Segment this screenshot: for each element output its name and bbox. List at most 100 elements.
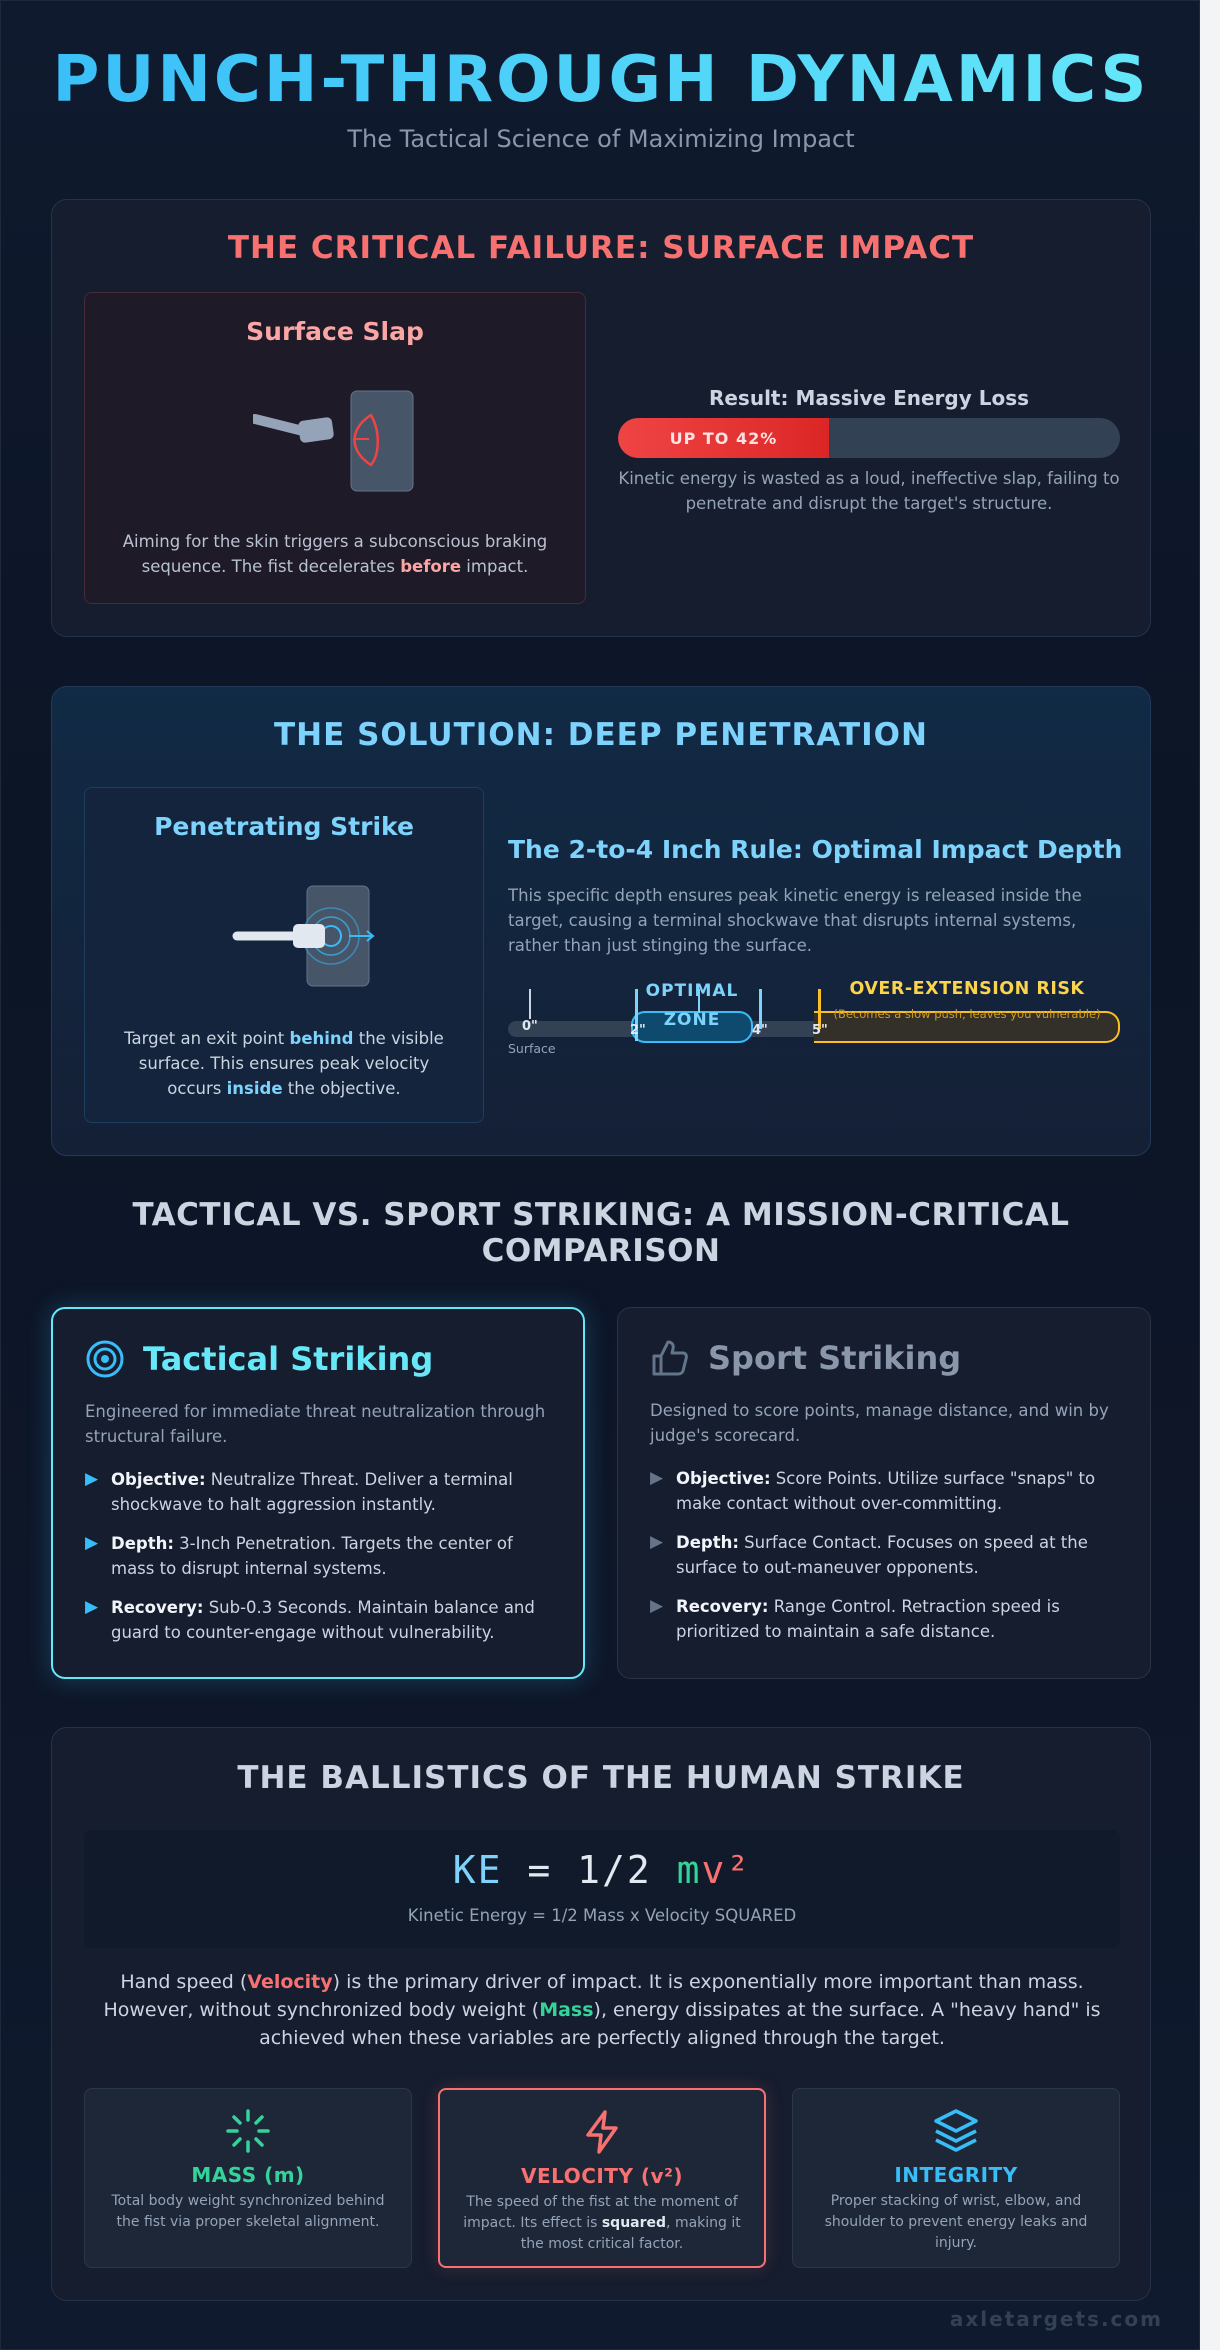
surface-label: Surface [508, 1041, 556, 1056]
velocity-desc-emphasis: squared [601, 2215, 667, 2231]
header: PUNCH-THROUGH DYNAMICS The Tactical Scie… [1, 41, 1201, 153]
sport-header: Sport Striking [650, 1338, 961, 1378]
surface-slap-icon [253, 390, 414, 492]
sport-name: Sport Striking [708, 1339, 962, 1377]
rule-title: The 2-to-4 Inch Rule: Optimal Impact Dep… [508, 835, 1123, 864]
tactical-desc: Engineered for immediate threat neutrali… [85, 1402, 546, 1446]
over-extension-sub: (Becomes a slow push, leaves you vulnera… [833, 1007, 1101, 1021]
pen-desc-part: the visible surface. This ensures peak v… [138, 1029, 444, 1098]
rule-desc: This specific depth ensures peak kinetic… [508, 886, 1082, 955]
sport-list: ▶ Objective: Score Points. Utilize surfac… [650, 1466, 1120, 1658]
ballistics-section: THE BALLISTICS OF THE HUMAN STRIKE KE = … [51, 1727, 1151, 2301]
penetrating-strike-desc: Target an exit point behind the visible … [115, 1026, 453, 1101]
zone-label-line: OPTIMAL [645, 981, 739, 1001]
formula-velocity: v² [701, 1848, 752, 1892]
penetrating-strike-title: Penetrating Strike [154, 812, 414, 841]
tick-4 [759, 989, 762, 1029]
formula-caption: Kinetic Energy = 1/2 Mass x Velocity SQU… [407, 1906, 797, 1925]
ke-formula: KE = 1/2 mv² [84, 1848, 1120, 1892]
footer-brand: axletargets.com [949, 2307, 1163, 2331]
sport-desc: Designed to score points, manage distanc… [650, 1401, 1109, 1445]
item-label: Depth: [111, 1534, 174, 1553]
para-mass: Mass [539, 1999, 594, 2021]
slap-desc-emphasis: before [400, 557, 462, 576]
slap-desc-part: impact. [461, 557, 529, 576]
item-text: 3-Inch Penetration. Targets the center o… [111, 1534, 513, 1578]
list-item-text: Objective: Neutralize Threat. Deliver a … [111, 1467, 555, 1517]
formula-box: KE = 1/2 mv² Kinetic Energy = 1/2 Mass x… [84, 1830, 1120, 1948]
integrity-card: INTEGRITY Proper stacking of wrist, elbo… [792, 2088, 1120, 2268]
velocity-desc-part: , making it the most critical factor. [520, 2215, 741, 2252]
velocity-desc-part: The speed of the fist at the moment of i… [463, 2194, 738, 2231]
solution-title: THE SOLUTION: DEEP PENETRATION [274, 717, 928, 753]
optimal-zone-label: OPTIMAL ZONE [631, 977, 753, 1035]
comparison-title: TACTICAL VS. SPORT STRIKING: A MISSION-C… [1, 1197, 1201, 1269]
ballistics-title: THE BALLISTICS OF THE HUMAN STRIKE [237, 1760, 965, 1796]
formula-ke: KE [452, 1848, 503, 1892]
pen-desc-part: the objective. [282, 1079, 401, 1098]
lightning-icon [586, 2110, 618, 2154]
surface-slap-title: Surface Slap [246, 317, 424, 346]
tick-label: 0" [522, 1019, 538, 1034]
play-icon: ▶ [85, 1533, 99, 1553]
play-icon: ▶ [85, 1469, 99, 1489]
over-extension-label: OVER-EXTENSION RISK [849, 979, 1085, 999]
list-item: ▶Objective: Score Points. Utilize surfac… [650, 1466, 1120, 1516]
item-text: Sub-0.3 Seconds. Maintain balance and gu… [111, 1598, 535, 1642]
tactical-striking-card: Tactical Striking Engineered for immedia… [51, 1307, 585, 1679]
velocity-desc: The speed of the fist at the moment of i… [462, 2192, 742, 2255]
penetrating-strike-icon [232, 885, 375, 987]
tick-3 [698, 989, 700, 1013]
pen-desc-emphasis: inside [226, 1079, 283, 1098]
mass-desc: Total body weight synchronized behind th… [111, 2193, 385, 2230]
para-part: Hand speed ( [120, 1971, 248, 1993]
list-item-text: Recovery: Range Control. Retraction spee… [676, 1594, 1120, 1644]
list-item-text: Objective: Score Points. Utilize surface… [676, 1466, 1120, 1516]
comparison-title-line: TACTICAL VS. SPORT STRIKING: A MISSION-C… [132, 1197, 1070, 1233]
tick-0 [529, 989, 531, 1019]
formula-mass: m [676, 1848, 702, 1892]
failure-section: THE CRITICAL FAILURE: SURFACE IMPACT Sur… [51, 199, 1151, 637]
item-label: Recovery: [676, 1597, 769, 1616]
item-text: Score Points. Utilize surface "snaps" to… [676, 1469, 1096, 1513]
failure-title: THE CRITICAL FAILURE: SURFACE IMPACT [227, 230, 975, 266]
list-item-text: Recovery: Sub-0.3 Seconds. Maintain bala… [111, 1595, 555, 1645]
solution-section: THE SOLUTION: DEEP PENETRATION Penetrati… [51, 686, 1151, 1156]
list-item-text: Depth: Surface Contact. Focuses on speed… [676, 1530, 1120, 1580]
pen-desc-emphasis: behind [289, 1029, 354, 1048]
mass-name: MASS (m) [191, 2163, 305, 2187]
play-icon: ▶ [650, 1532, 664, 1552]
play-icon: ▶ [85, 1597, 99, 1617]
velocity-card: VELOCITY (v²) The speed of the fist at t… [438, 2088, 766, 2268]
comparison-title-line: COMPARISON [481, 1233, 721, 1269]
velocity-name: VELOCITY (v²) [521, 2164, 683, 2188]
layers-icon [934, 2109, 978, 2152]
zone-label-line: ZONE [663, 1010, 721, 1030]
sport-striking-card: Sport Striking Designed to score points,… [617, 1307, 1151, 1679]
item-text: Range Control. Retraction speed is prior… [676, 1597, 1060, 1641]
play-icon: ▶ [650, 1596, 664, 1616]
list-item: ▶ Recovery: Range Control. Retraction spe… [650, 1594, 1120, 1644]
para-part: ) is the primary driver of impact. It is… [103, 1971, 1084, 2021]
tactical-list: ▶ Objective: Neutralize Threat. Deliver a… [85, 1467, 555, 1659]
energy-loss-fill: UP TO 42% [618, 418, 829, 458]
optimal-zone [631, 1011, 753, 1043]
penetrating-strike-panel: Penetrating Strike Target an exit point … [84, 787, 484, 1123]
item-text: Surface Contact. Focuses on speed at the… [676, 1533, 1088, 1577]
tick-5 [818, 989, 821, 1029]
item-label: Depth: [676, 1533, 739, 1552]
list-item: ▶ Depth: 3-Inch Penetration. Targets the … [85, 1531, 555, 1581]
tactical-name: Tactical Striking [143, 1340, 434, 1378]
item-label: Objective: [676, 1469, 771, 1488]
pen-desc-part: Target an exit point [124, 1029, 290, 1048]
formula-eq: = 1/2 [502, 1848, 677, 1892]
depth-scale: OPTIMAL ZONE OVER-EXTENSION RISK (Becomes… [508, 977, 1120, 1077]
result-label: Result: Massive Energy Loss [708, 386, 1030, 410]
page-title: PUNCH-THROUGH DYNAMICS [1, 41, 1201, 119]
list-item: ▶ Objective: Neutralize Threat. Deliver a… [85, 1467, 555, 1517]
list-item-text: Depth: 3-Inch Penetration. Targets the c… [111, 1531, 555, 1581]
integrity-desc: Proper stacking of wrist, elbow, and sho… [824, 2193, 1088, 2251]
ballistics-paragraph: Hand speed (Velocity) is the primary dri… [92, 1968, 1112, 2052]
loader-icon [226, 2109, 270, 2153]
